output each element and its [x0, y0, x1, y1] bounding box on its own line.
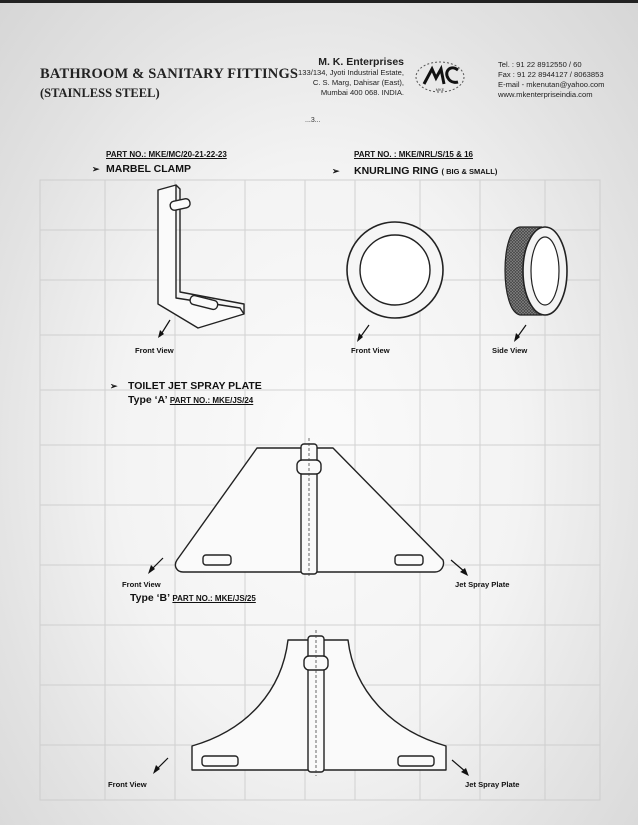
type-b-heading: Type ‘B’ PART NO.: MKE/JS/25: [130, 592, 256, 604]
knurling-ring-part-no: PART NO. : MKE/NRL/S/15 & 16: [354, 150, 473, 159]
knurling-ring-title: KNURLING RING: [354, 165, 439, 177]
knurling-ring-name: KNURLING RING ( BIG & SMALL): [354, 165, 497, 177]
knurling-ring-side-view-label: Side View: [492, 346, 528, 355]
logo-text: MKE: [436, 87, 445, 92]
jet-spray-plate-name: TOILET JET SPRAY PLATE: [128, 380, 262, 392]
marbel-clamp-front-view-label: Front View: [135, 346, 174, 355]
type-a-part-no: PART NO.: MKE/JS/24: [169, 396, 254, 405]
marbel-clamp-drawing: [157, 184, 245, 338]
fax: Fax : 91 22 8944127 / 8063853: [498, 70, 604, 79]
jet-spray-plate-type-a-drawing: [148, 438, 468, 578]
type-b-part-no: PART NO.: MKE/JS/25: [172, 594, 256, 603]
address-line: Mumbai 400 068. INDIA.: [320, 88, 404, 97]
address-line: C. S. Marg, Dahisar (East),: [312, 78, 404, 87]
website: www.mkenterpriseindia.com: [498, 90, 593, 99]
knurling-ring-front-view-label: Front View: [351, 346, 390, 355]
knurling-ring-side-drawing: [504, 226, 568, 342]
phone: Tel. : 91 22 8912550 / 60: [498, 60, 582, 69]
top-border-line: [0, 0, 638, 3]
title-line-2: (STAINLESS STEEL): [40, 86, 160, 100]
type-a-jet-spray-plate-label: Jet Spray Plate: [455, 580, 510, 589]
marbel-clamp-name: MARBEL CLAMP: [106, 163, 191, 175]
knurling-ring-front-drawing: [346, 221, 444, 342]
type-a-front-view-label: Front View: [122, 580, 161, 589]
bullet-arrow: ➢: [110, 381, 118, 391]
bullet-arrow: ➢: [332, 166, 340, 176]
type-b-front-view-label: Front View: [108, 780, 147, 789]
bullet-arrow: ➢: [92, 164, 100, 174]
knurling-ring-size-note: ( BIG & SMALL): [441, 167, 498, 176]
jet-spray-plate-type-b-drawing: [153, 630, 469, 776]
address-line: 133/134, Jyoti Industrial Estate,: [298, 68, 404, 77]
contact-block: Tel. : 91 22 8912550 / 60 Fax : 91 22 89…: [498, 60, 604, 100]
company-address-block: M. K. Enterprises 133/134, Jyoti Industr…: [282, 57, 404, 98]
type-b-jet-spray-plate-label: Jet Spray Plate: [465, 780, 520, 789]
email: E-mail - mkenutan@yahoo.com: [498, 80, 605, 89]
catalog-title: BATHROOM & SANITARY FITTINGS (STAINLESS …: [40, 66, 298, 101]
type-a-label: Type ‘A’: [128, 394, 167, 406]
page-number: ...3...: [305, 117, 321, 124]
company-name: M. K. Enterprises: [318, 56, 404, 68]
type-a-heading: Type ‘A’ PART NO.: MKE/JS/24: [128, 394, 253, 406]
company-logo: MKE: [415, 61, 465, 93]
title-line-1: BATHROOM & SANITARY FITTINGS: [40, 66, 299, 82]
marbel-clamp-part-no: PART NO.: MKE/MC/20-21-22-23: [106, 150, 227, 159]
type-b-label: Type ‘B’: [130, 592, 170, 604]
